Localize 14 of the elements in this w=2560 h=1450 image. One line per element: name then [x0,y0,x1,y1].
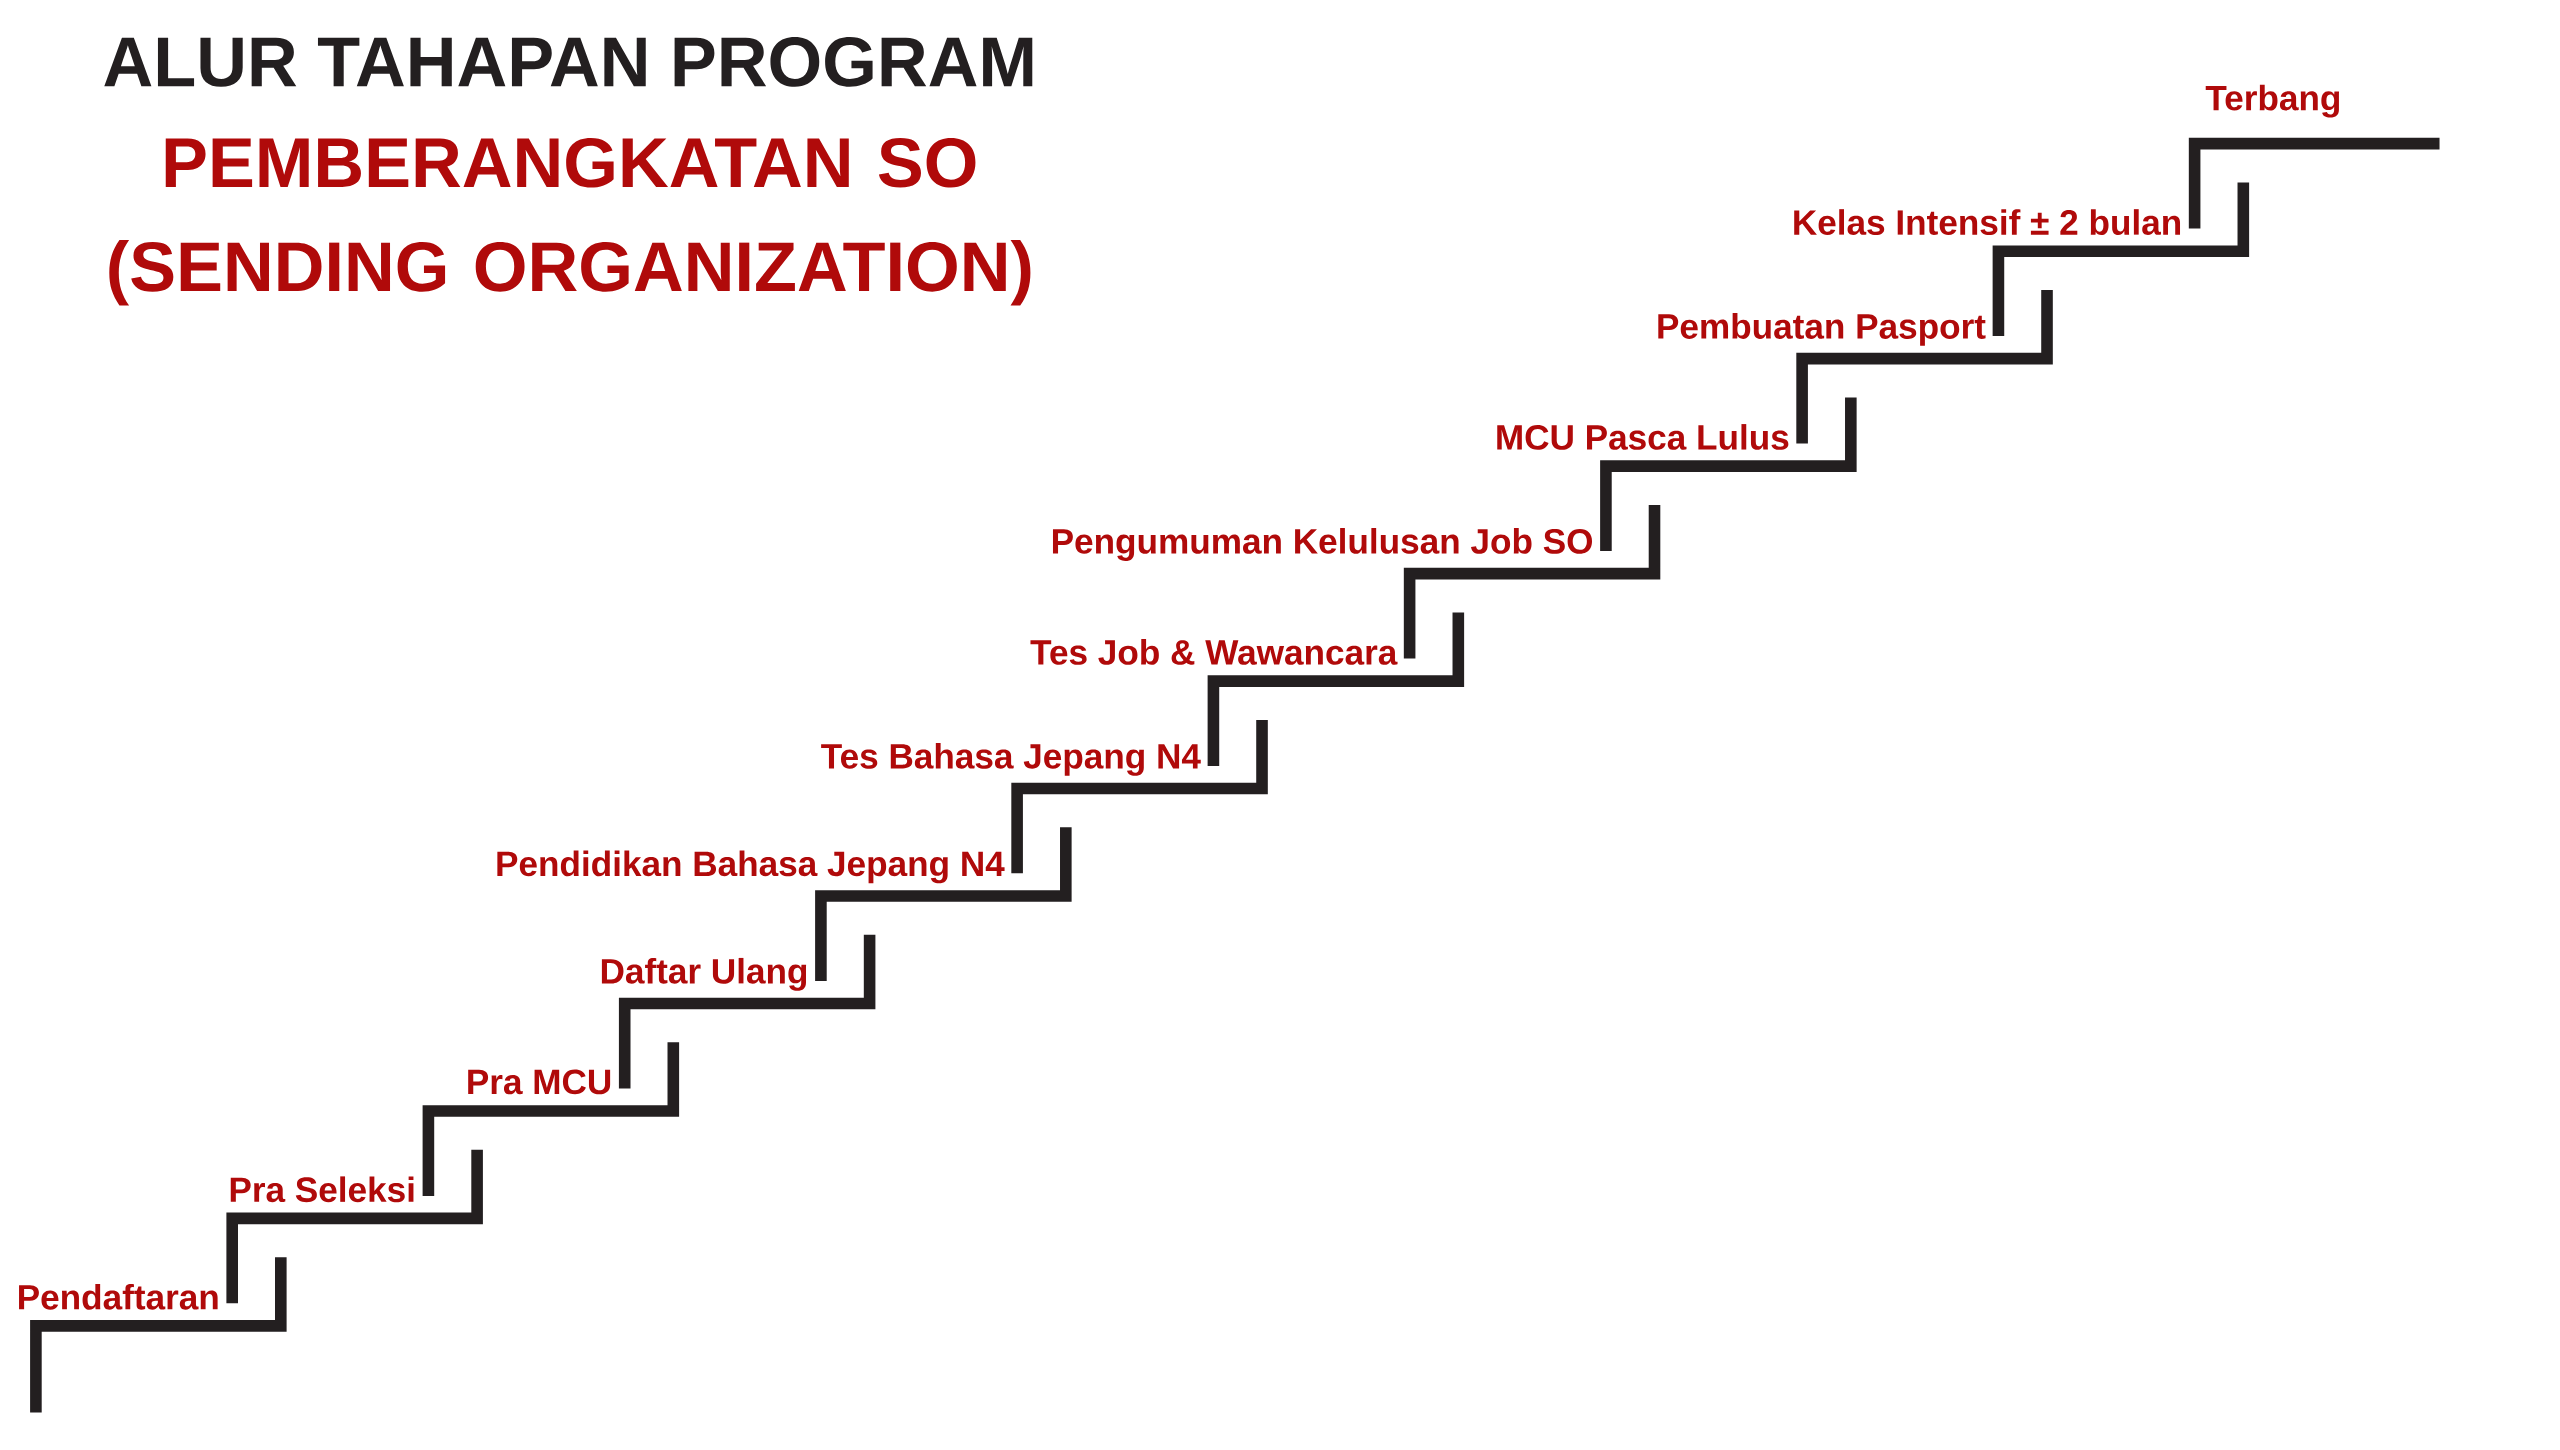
step-label: Pembuatan Pasport [1658,313,1986,346]
step-label: Pendaftaran [19,1283,218,1310]
step-label: Pra Seleksi [230,1176,414,1203]
step-label: Pengumuman Kelulusan Job SO [1052,528,1592,561]
step-label: Pendidikan Bahasa Jepang N4 [497,850,1005,884]
subtitle: PEMBERANGKATAN SO (SENDING ORGANIZATION) [109,137,1031,306]
step-label: Daftar Ulang [601,957,807,991]
step-label: MCU Pasca Lulus [1497,424,1789,450]
step-label: Tes Bahasa Jepang N4 [821,742,1201,776]
step-label: Terbang [2205,84,2340,118]
step-label: Pra MCU [468,1069,611,1095]
step-label: Tes Job & Wawancara [1030,639,1398,665]
title: ALUR TAHAPAN PROGRAM [104,37,1033,87]
step-label: Kelas Intensif ± 2 bulan [1794,209,2180,235]
